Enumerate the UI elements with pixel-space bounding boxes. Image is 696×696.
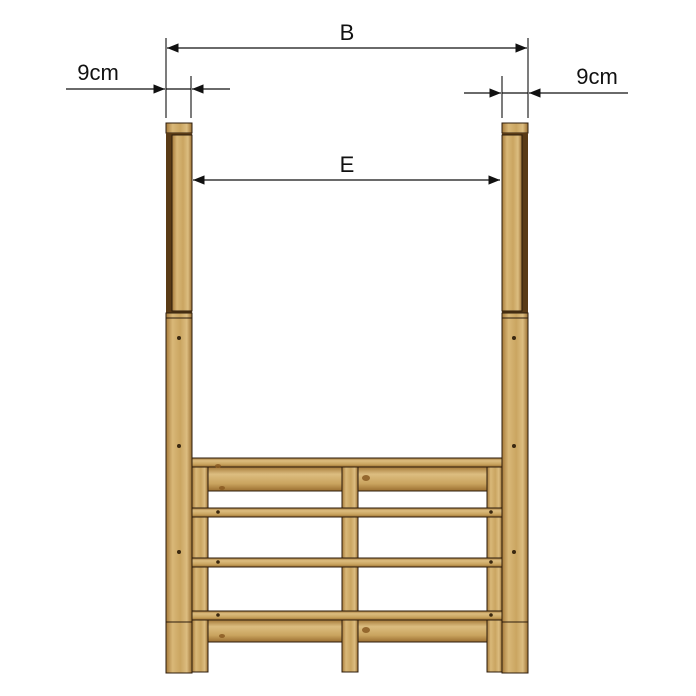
wood-knots — [215, 464, 493, 638]
knot — [362, 627, 370, 633]
label-left-9cm: 9cm — [77, 60, 119, 85]
right-post — [501, 122, 529, 674]
knot — [215, 464, 221, 468]
dimension-b: B — [165, 20, 529, 118]
screw — [177, 550, 181, 554]
slat-2 — [191, 507, 503, 518]
knot — [362, 475, 370, 481]
screw — [512, 336, 516, 340]
screw — [512, 444, 516, 448]
slat-4 — [191, 610, 503, 621]
slat-bottom-right — [357, 619, 488, 643]
left-post-upper-face — [171, 134, 193, 312]
screw — [177, 336, 181, 340]
screw — [489, 560, 493, 564]
knot — [219, 486, 225, 490]
knot — [219, 634, 225, 638]
slat-bottom-left — [207, 619, 343, 643]
label-b: B — [340, 20, 355, 45]
right-post-cap — [501, 122, 529, 134]
screw — [216, 510, 220, 514]
slat-3 — [191, 557, 503, 568]
slat-1-left — [207, 466, 343, 492]
right-post-lower — [501, 312, 529, 674]
slat-1-right — [357, 466, 488, 492]
left-post-cap — [165, 122, 193, 134]
base-frame-slats — [191, 457, 503, 643]
screw — [489, 510, 493, 514]
dimension-left-post: 9cm — [66, 60, 230, 118]
screw — [216, 560, 220, 564]
label-e: E — [340, 152, 355, 177]
screw — [489, 613, 493, 617]
left-post-lower — [165, 312, 193, 674]
screw — [512, 550, 516, 554]
screw — [177, 444, 181, 448]
left-post — [165, 122, 193, 674]
label-right-9cm: 9cm — [576, 64, 618, 89]
screw — [216, 613, 220, 617]
dimension-e: E — [193, 152, 500, 185]
slat-top — [191, 457, 503, 468]
dimension-right-post: 9cm — [464, 64, 628, 118]
right-post-upper-face — [501, 134, 523, 312]
